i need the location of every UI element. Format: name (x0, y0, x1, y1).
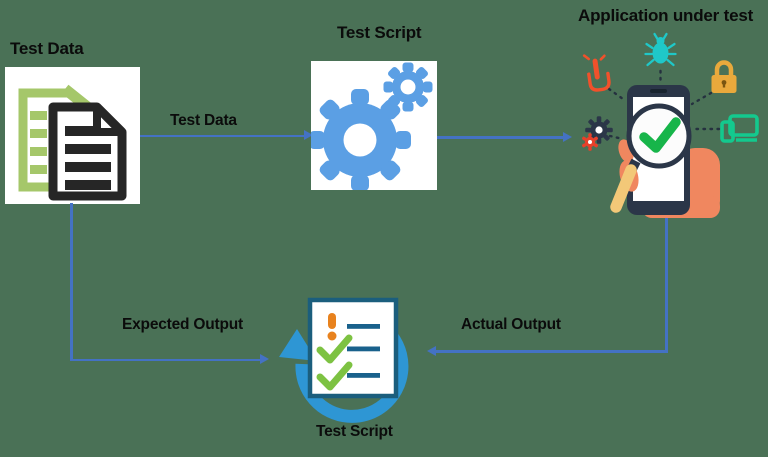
edge-line-aut-down (665, 218, 668, 352)
edge-arrowhead-actual-output (427, 346, 436, 357)
magnifier-check-icon (610, 103, 692, 213)
aut-node-title: Application under test (578, 6, 754, 25)
mobile-app-testing-illustration (581, 32, 759, 218)
edge-line-testdata-down (70, 203, 73, 361)
edge-arrowhead-expected-output (260, 354, 269, 365)
test-script-node (311, 61, 437, 190)
edge-label-actual-output: Actual Output (461, 316, 561, 333)
edge-label-test-data: Test Data (170, 112, 237, 129)
gears-icon (311, 62, 433, 190)
edge-line-test-data (140, 134, 304, 138)
devices-icon (720, 114, 759, 143)
red-gear-icon (581, 133, 599, 151)
small-gear-icon (585, 116, 613, 144)
edge-arrowhead-script-to-aut (563, 131, 572, 142)
tap-gesture-icon (582, 54, 611, 92)
test-data-node (5, 67, 140, 204)
edge-line-actual-output (436, 350, 668, 353)
comparison-node-title: Test Script (316, 423, 393, 440)
lock-icon (711, 60, 737, 93)
edge-arrowhead-test-data (304, 130, 313, 141)
checklist-rows (316, 313, 380, 391)
documents-icon (18, 84, 127, 201)
dashed-connectors (607, 69, 721, 141)
test-script-node-title: Test Script (337, 23, 422, 42)
edge-label-expected-output: Expected Output (122, 316, 244, 333)
edge-line-script-to-aut (437, 136, 563, 139)
refresh-arrowhead (279, 329, 317, 361)
test-data-node-title: Test Data (10, 39, 84, 58)
bug-icon (644, 32, 677, 67)
checklist-refresh-icon (279, 297, 409, 423)
edge-line-expected-output (70, 358, 260, 362)
